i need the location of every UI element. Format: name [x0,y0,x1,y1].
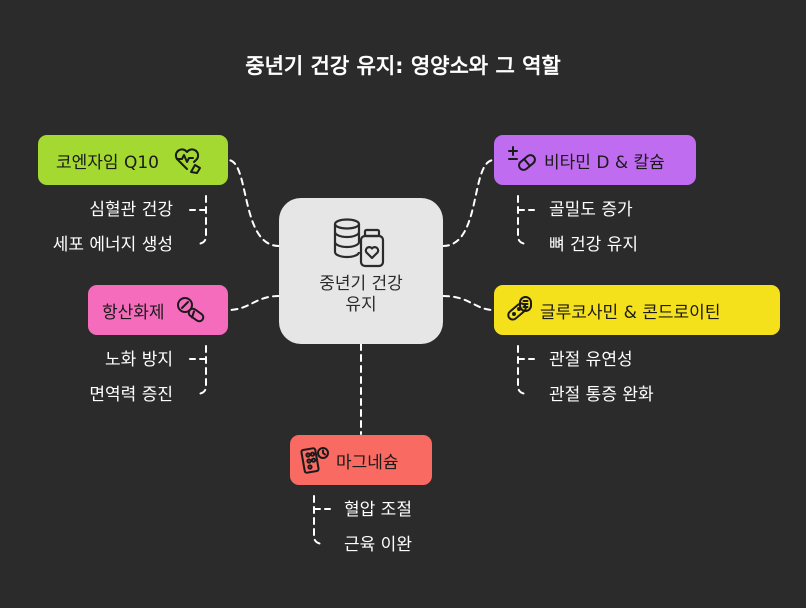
node-coq10: 코엔자임 Q10 [38,135,228,185]
leaf-bone-density: 골밀도 증가 [549,200,633,220]
node-antioxidants-label: 항산화제 [102,302,165,323]
node-antioxidants: 항산화제 [88,285,228,335]
pills-icon [176,297,204,323]
node-coq10-label: 코엔자임 Q10 [56,152,159,173]
connector-center-vitamin [442,159,495,247]
center-node: 중년기 건강 유지 [279,198,443,344]
supplement-bottle-icon [333,218,385,268]
leaf-blood-pressure: 혈압 조절 [344,500,412,520]
leaf-cell-energy: 세포 에너지 생성 [52,235,173,255]
page-title: 중년기 건강 유지: 영양소와 그 역할 [245,54,561,78]
connector-magnesium-leaves [313,495,325,545]
leaf-joint-pain-relief: 관절 통증 완화 [549,385,654,405]
joint-bandage-icon [507,296,532,321]
connector-coq10-leaves [195,195,207,245]
connector-center-antioxidant [227,295,280,311]
node-glucosamine-chondroitin: 글루코사민 & 콘드로이틴 [494,285,780,335]
node-glucosamine-chondroitin-label: 글루코사민 & 콘드로이틴 [540,302,721,323]
blister-pack-icon [300,447,329,474]
node-magnesium-label: 마그네슘 [336,452,399,473]
leaf-bone-health: 뼈 건강 유지 [549,235,639,255]
leaf-cardiovascular: 심혈관 건강 [89,200,173,220]
node-vitamin-d-calcium-label: 비타민 D & 칼슘 [544,152,665,173]
plus-minus-pill-icon [508,146,536,171]
connector-center-coq10 [227,159,280,247]
node-magnesium: 마그네슘 [290,435,432,485]
connector-vitamin-leaves [517,195,529,245]
leaf-muscle-relaxation: 근육 이완 [344,535,412,555]
connector-glucosamine-leaves [517,345,529,395]
center-node-label: 중년기 건강 유지 [319,274,403,315]
leaf-immunity: 면역력 증진 [89,385,173,405]
node-vitamin-d-calcium: 비타민 D & 칼슘 [494,135,696,185]
connector-center-glucosamine [442,295,495,311]
heart-pulse-icon [174,148,201,174]
connector-antioxidant-leaves [195,345,207,395]
leaf-anti-aging: 노화 방지 [105,350,173,370]
leaf-joint-flexibility: 관절 유연성 [549,350,633,370]
